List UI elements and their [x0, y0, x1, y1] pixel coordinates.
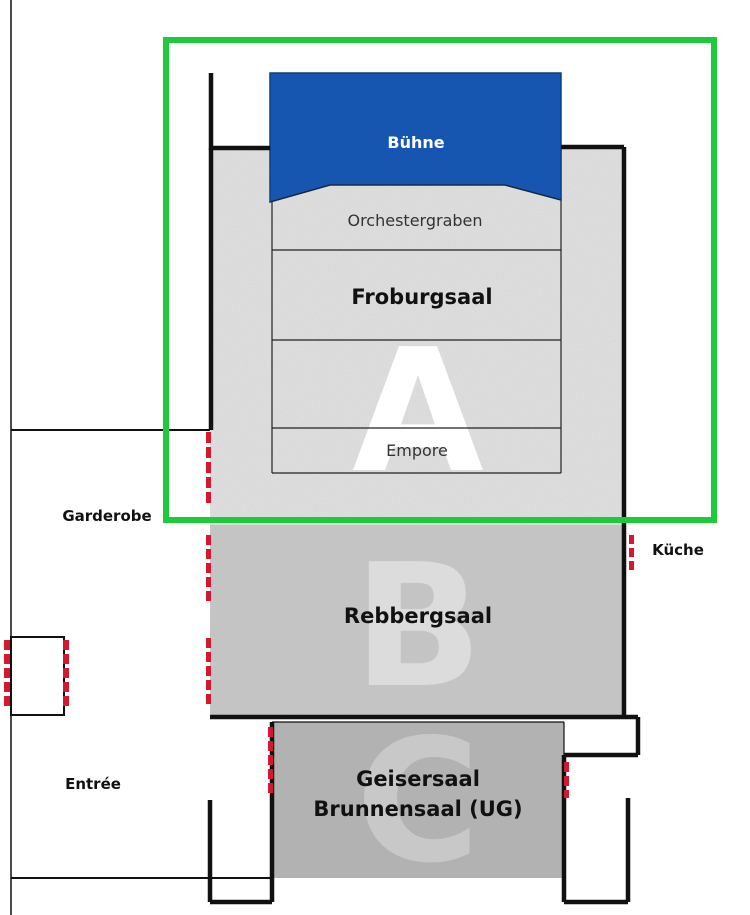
label-buehne: Bühne [387, 133, 444, 152]
label-orchestergraben: Orchestergraben [347, 211, 482, 230]
highlight-frame [163, 37, 717, 523]
zone-letter-c: C [356, 703, 481, 901]
label-rebbergsaal: Rebbergsaal [344, 604, 492, 628]
hall-a-area [210, 148, 624, 525]
label-kueche: Küche [652, 541, 704, 559]
label-garderobe: Garderobe [62, 507, 151, 525]
label-entree: Entrée [65, 775, 121, 793]
hall-c-area [272, 722, 564, 878]
orchestra-pit-edge [269, 184, 562, 203]
door-markers [4, 432, 634, 798]
zone-letter-a: A [352, 313, 484, 511]
entrance-vestibule [10, 636, 65, 716]
label-froburgsaal: Froburgsaal [351, 285, 492, 309]
left-wing-outline [11, 429, 272, 879]
label-brunnensaal: Brunnensaal (UG) [313, 797, 522, 821]
label-geisersaal: Geisersaal [356, 767, 480, 791]
hall-b-area [210, 525, 624, 715]
label-empore: Empore [386, 441, 448, 460]
zone-letter-b: B [353, 528, 483, 726]
